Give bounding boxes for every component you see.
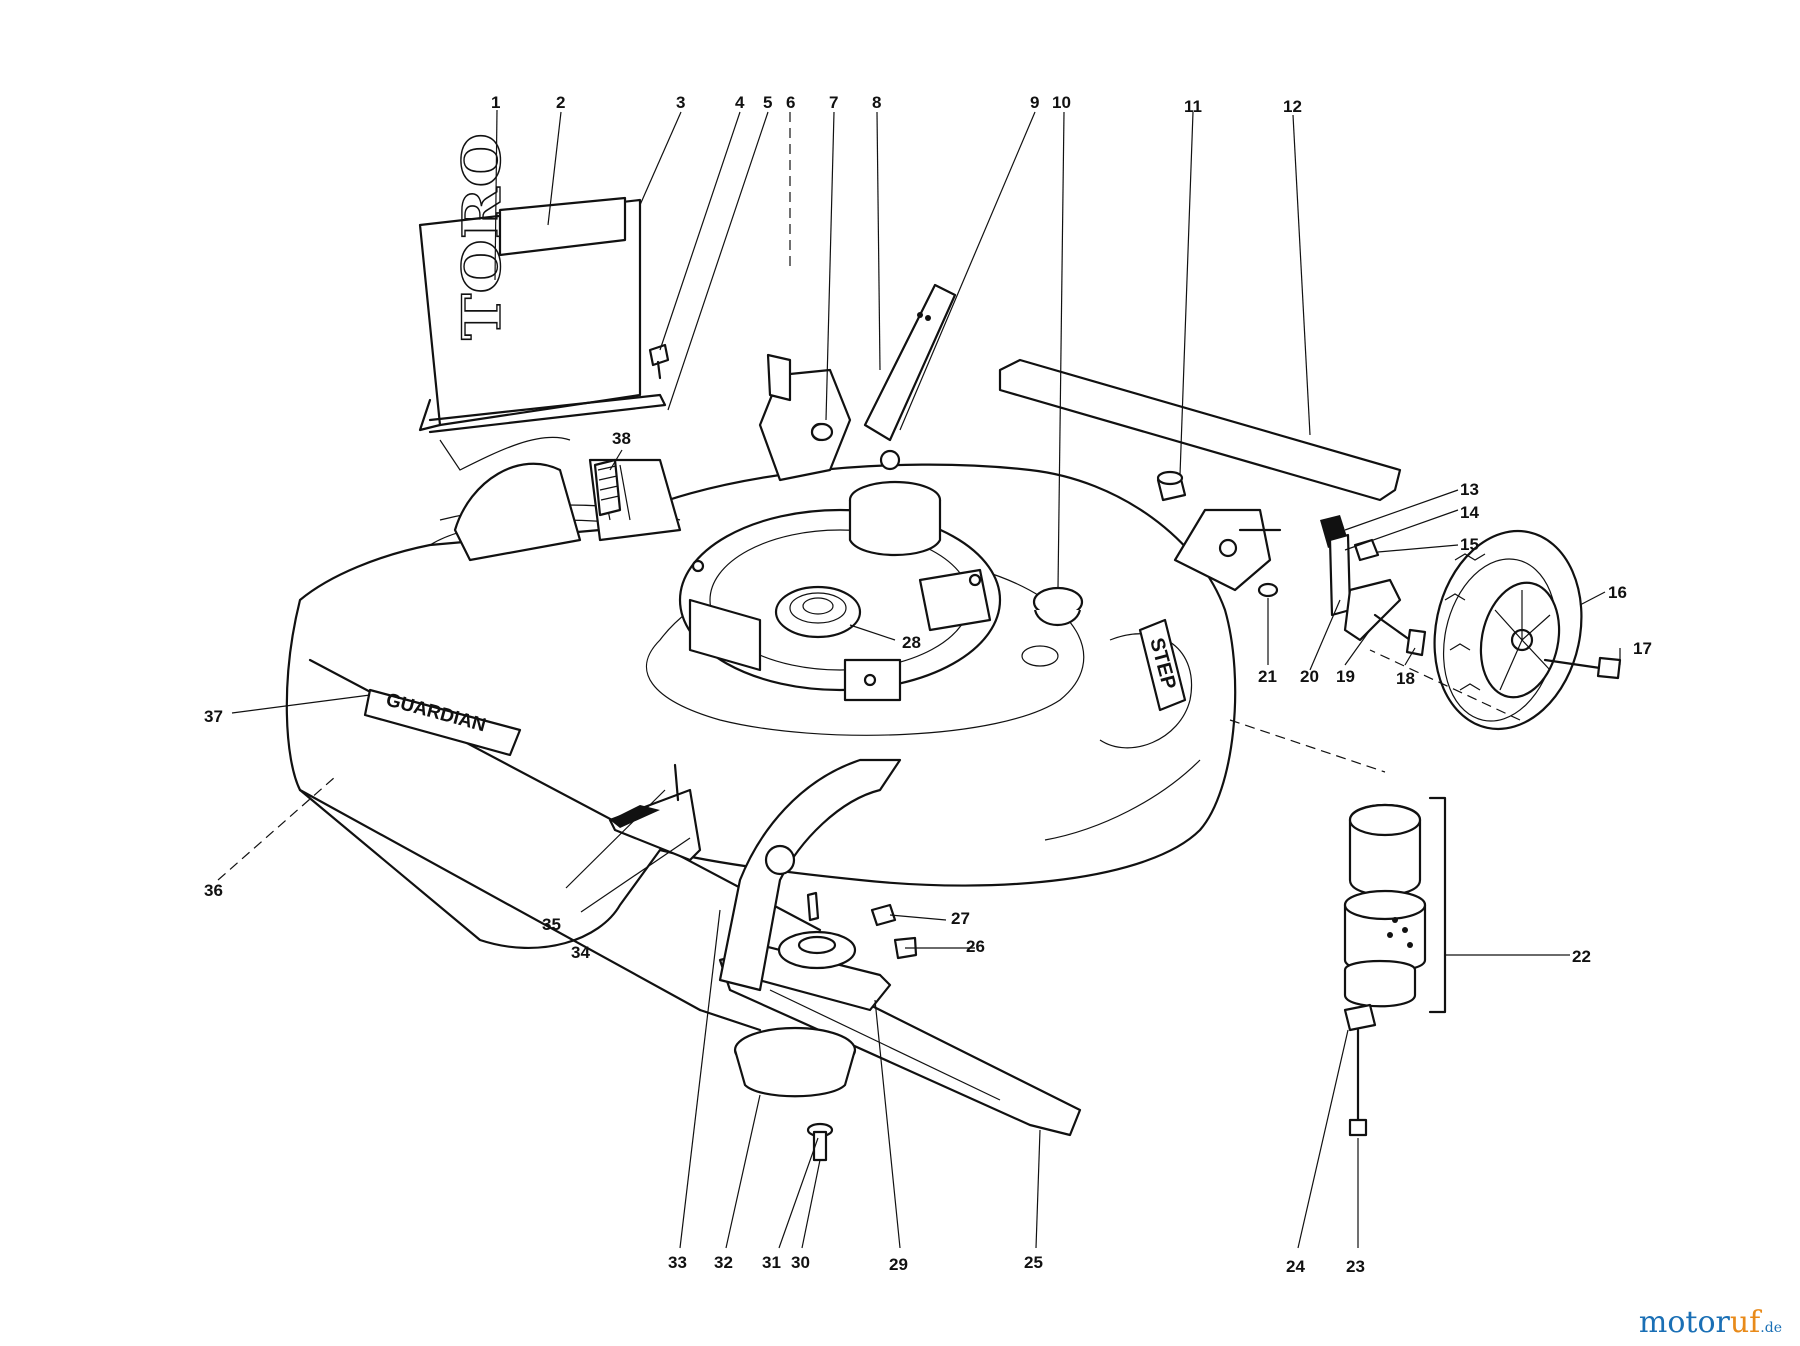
- bolt-18: [1373, 613, 1427, 657]
- callout-38: 38: [612, 429, 631, 448]
- callout-32: 32: [714, 1253, 733, 1272]
- toro-logo: TORO: [451, 133, 513, 340]
- callout-30: 30: [791, 1253, 810, 1272]
- callout-28: 28: [902, 633, 921, 652]
- blade-bolt: [806, 1122, 834, 1162]
- callout-14: 14: [1460, 503, 1479, 522]
- callout-numbers: 1 2 3 4 5 6 7 8 9 10 11 12 13 14 15 16 1…: [204, 93, 1652, 1276]
- callout-3: 3: [676, 93, 685, 112]
- height-adjuster: [1173, 508, 1282, 592]
- callout-31: 31: [762, 1253, 781, 1272]
- lock-plate-24: [1343, 1003, 1377, 1032]
- callout-25: 25: [1024, 1253, 1043, 1272]
- callout-13: 13: [1460, 480, 1479, 499]
- front-bracket: [608, 763, 702, 862]
- watermark: motoruf.de: [1639, 1305, 1782, 1340]
- callout-11: 11: [1184, 97, 1202, 116]
- front-wheel-hinge: [718, 758, 902, 992]
- blade-adapter: [738, 930, 892, 1012]
- callout-20: 20: [1300, 667, 1319, 686]
- callout-5: 5: [763, 93, 772, 112]
- pin-33: [806, 891, 820, 922]
- bolt-23: [1348, 1028, 1368, 1137]
- callout-17: 17: [1633, 639, 1652, 658]
- handle-brackets: [758, 283, 957, 482]
- callout-35: 35: [542, 915, 561, 934]
- callout-37: 37: [204, 707, 223, 726]
- screw-4: [648, 343, 670, 380]
- callout-7: 7: [829, 93, 838, 112]
- callout-29: 29: [889, 1255, 908, 1274]
- callout-9: 9: [1030, 93, 1039, 112]
- callout-4: 4: [735, 93, 745, 112]
- axle-bolt-17: [1543, 656, 1622, 680]
- watermark-part2: uf: [1729, 1305, 1761, 1340]
- callout-15: 15: [1460, 535, 1479, 554]
- callout-21: 21: [1258, 667, 1277, 686]
- callout-34: 34: [571, 943, 590, 962]
- callout-10: 10: [1052, 93, 1071, 112]
- watermark-part3: .de: [1760, 1320, 1782, 1336]
- callout-22: 22: [1572, 947, 1591, 966]
- spring-38: [593, 458, 622, 517]
- plate-14: [1328, 533, 1352, 617]
- callout-16: 16: [1608, 583, 1627, 602]
- blade-cup: [733, 1026, 857, 1098]
- watermark-part1: motor: [1638, 1305, 1730, 1340]
- bolt-27: [870, 903, 897, 927]
- adapter-assembly: [1343, 796, 1560, 1014]
- rear-axle: [998, 358, 1402, 502]
- callout-24: 24: [1286, 1257, 1305, 1276]
- bracket-19: [1343, 578, 1402, 642]
- washer-21: [1257, 582, 1279, 598]
- callout-33: 33: [668, 1253, 687, 1272]
- callout-18: 18: [1396, 669, 1415, 688]
- oil-cap: [1021, 586, 1084, 667]
- washer-7: [810, 422, 834, 442]
- callout-12: 12: [1283, 97, 1302, 116]
- engine-mount-ring: [678, 480, 1002, 702]
- rear-wheel: [1433, 529, 1583, 731]
- callout-8: 8: [872, 93, 881, 112]
- callout-6: 6: [786, 93, 795, 112]
- callout-1: 1: [491, 93, 500, 112]
- callout-27: 27: [951, 909, 970, 928]
- callout-2: 2: [556, 93, 565, 112]
- callout-26: 26: [966, 937, 985, 956]
- callout-23: 23: [1346, 1257, 1365, 1276]
- leader-lines: [217, 109, 1621, 1249]
- bolt-11: [1156, 470, 1187, 502]
- rear-shield: TORO: [418, 132, 667, 471]
- callout-19: 19: [1336, 667, 1355, 686]
- callout-36: 36: [204, 881, 223, 900]
